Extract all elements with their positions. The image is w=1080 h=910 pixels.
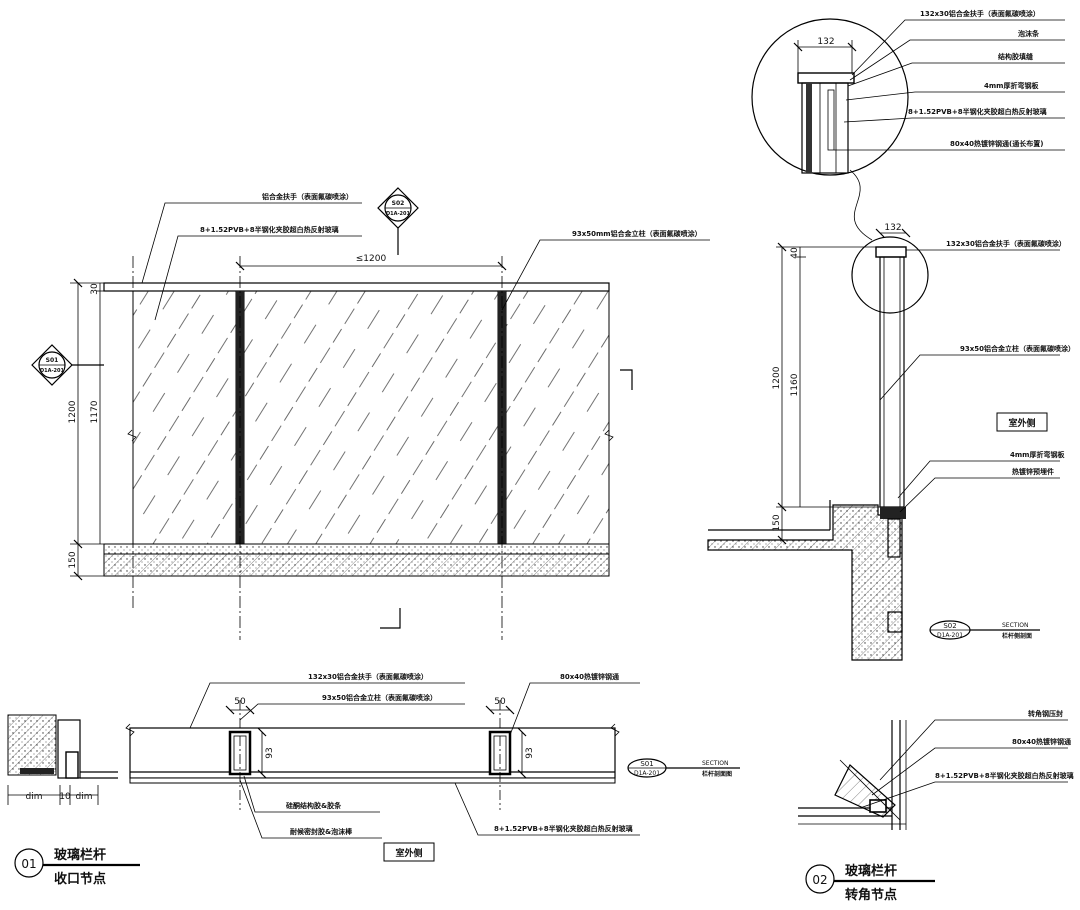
elevation-handrail xyxy=(103,282,610,292)
svg-text:D1A-201: D1A-201 xyxy=(937,632,963,639)
elevation-base-finish xyxy=(103,543,610,555)
detail-label-5: 8+1.52PVB+8半钢化夹胶超白热反射玻璃 xyxy=(908,107,1047,116)
detail-02: 转角钢压封 80x40热镀锌钢通 8+1.52PVB+8半钢化夹胶超白热反射玻璃… xyxy=(798,709,1074,903)
d02-title-1: 玻璃栏杆 xyxy=(845,863,897,879)
plan-dim-depth-1: 93 xyxy=(265,747,275,758)
section-dim-base: 150 xyxy=(772,514,782,531)
section-handrail xyxy=(875,246,907,258)
elev-dim-width: ≤1200 xyxy=(356,254,387,264)
plan-label-steel: 80x40热镀锌钢通 xyxy=(560,672,620,681)
d01-number-circle xyxy=(14,848,44,878)
svg-text:S01: S01 xyxy=(640,760,653,768)
svg-text:SECTION: SECTION xyxy=(1002,622,1028,629)
detail-label-4: 4mm厚折弯钢板 xyxy=(984,81,1039,90)
plan-label-silicone: 硅酮结构胶&胶条 xyxy=(286,801,342,810)
elev-label-glass: 8+1.52PVB+8半钢化夹胶超白热反射玻璃 xyxy=(200,225,339,234)
d02-number: 02 xyxy=(812,873,827,887)
plan-view: 50 50 93 93 132x30铝合金扶手（表面氟碳喷涂） 93x50铝合金… xyxy=(125,672,740,862)
detail-label-6: 80x40热镀锌钢通(通长布置) xyxy=(950,139,1043,148)
plan-glass-line xyxy=(129,777,616,784)
glass-panel-right xyxy=(505,290,610,545)
elev-dim-total: 1200 xyxy=(68,400,78,423)
svg-text:SECTION: SECTION xyxy=(702,760,728,767)
elev-label-handrail: 铝合金扶手（表面氟碳喷涂） xyxy=(262,192,353,201)
d01-dim-1: dim xyxy=(26,792,43,802)
d01-number: 01 xyxy=(21,857,36,871)
detail-label-2: 泡沫条 xyxy=(1018,29,1040,38)
plan-label-handrail: 132x30铝合金扶手（表面氟碳喷涂） xyxy=(308,672,428,681)
svg-text:D1A-201: D1A-201 xyxy=(634,770,660,777)
d02-title-2: 转角节点 xyxy=(845,887,897,903)
d02-number-circle xyxy=(805,864,835,894)
detail-01: dim 10 dim 01 玻璃栏杆 收口节点 xyxy=(7,714,140,887)
glass-panel-middle xyxy=(243,290,499,545)
elev-dim-glass: 1170 xyxy=(90,400,100,423)
section-dim-glass: 1160 xyxy=(790,373,800,396)
svg-text:S02: S02 xyxy=(943,622,956,630)
plan-dim-depth-2: 93 xyxy=(525,747,535,758)
svg-text:栏杆侧剖面: 栏杆侧剖面 xyxy=(1002,632,1032,640)
elev-label-post: 93x50mm铝合金立柱（表面氟碳喷涂） xyxy=(572,229,702,238)
section-tag-s01: S01 D1A-201 SECTION 栏杆剖面图 xyxy=(627,758,740,778)
d01-title-2: 收口节点 xyxy=(54,871,106,887)
svg-text:栏杆剖面图: 栏杆剖面图 xyxy=(702,770,732,778)
section-label-plate: 4mm厚折弯钢板 xyxy=(1010,450,1065,459)
plan-side-label: 室外侧 xyxy=(395,847,422,859)
section-dim-top: 132 xyxy=(884,223,901,233)
section-view: 132 1200 1160 40 150 132x30铝合金扶手（表面氟碳喷涂）… xyxy=(707,9,1075,661)
section-side-label-box xyxy=(996,412,1048,432)
d01-dim-3: dim xyxy=(76,792,93,802)
section-detail-circle xyxy=(751,18,909,176)
d01-dim-2: 10 xyxy=(59,792,71,802)
detail-dim-width: 132 xyxy=(817,37,834,47)
callout-s01: S01 D1A-201 xyxy=(31,344,104,386)
d02-label-1: 转角钢压封 xyxy=(1028,709,1063,718)
callout-s02: S02 D1A-201 xyxy=(377,187,419,255)
svg-text:S02: S02 xyxy=(392,200,405,207)
elev-dim-top: 30 xyxy=(90,283,100,295)
detail-label-3: 结构胶填缝 xyxy=(997,52,1033,61)
plan-label-glass: 8+1.52PVB+8半钢化夹胶超白热反射玻璃 xyxy=(494,824,633,833)
elev-dim-base: 150 xyxy=(68,551,78,568)
plan-label-post: 93x50铝合金立柱（表面氟碳喷涂） xyxy=(322,693,437,702)
section-dim-total: 1200 xyxy=(772,366,782,389)
svg-text:S01: S01 xyxy=(46,357,59,364)
section-label-handrail: 132x30铝合金扶手（表面氟碳喷涂） xyxy=(946,239,1066,248)
section-label-embed: 热镀锌预埋件 xyxy=(1012,467,1054,476)
plan-handrail xyxy=(129,727,616,779)
plan-dim-width-1: 50 xyxy=(234,697,246,707)
d02-label-2: 80x40热镀锌钢通 xyxy=(1012,737,1072,746)
plan-dim-width-2: 50 xyxy=(494,697,506,707)
svg-text:D1A-201: D1A-201 xyxy=(40,368,65,374)
detail-label-1: 132x30铝合金扶手（表面氟碳喷涂） xyxy=(920,9,1040,18)
d01-title-1: 玻璃栏杆 xyxy=(54,847,106,863)
section-side-label: 室外侧 xyxy=(1008,417,1035,429)
d02-label-3: 8+1.52PVB+8半钢化夹胶超白热反射玻璃 xyxy=(935,771,1074,780)
svg-text:D1A-201: D1A-201 xyxy=(386,211,411,217)
elevation-view: 1200 1170 150 30 ≤1200 铝合金扶手（表面氟碳喷涂） 8+1… xyxy=(31,187,710,640)
glass-panel-left xyxy=(132,290,237,545)
plan-side-label-box xyxy=(383,842,435,862)
section-dim-small: 40 xyxy=(790,247,800,259)
plan-label-sealant: 耐候密封胶&泡沫棒 xyxy=(290,827,353,836)
section-label-post: 93x50铝合金立柱（表面氟碳喷涂） xyxy=(960,344,1075,353)
section-tag-s02: S02 D1A-201 SECTION 栏杆侧剖面 xyxy=(929,620,1040,640)
